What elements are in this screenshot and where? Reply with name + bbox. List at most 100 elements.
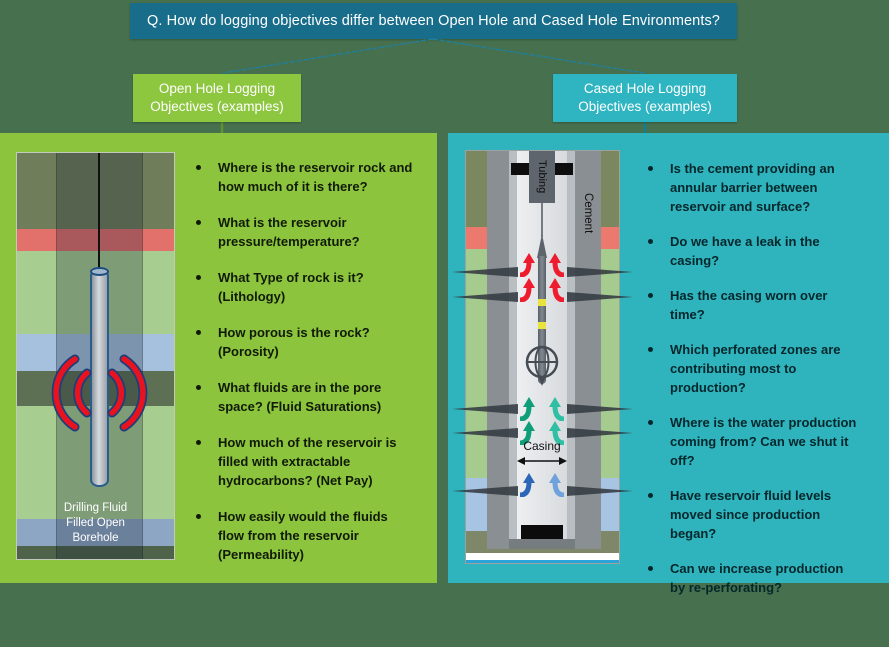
- tubing-hanger-left: [511, 163, 529, 175]
- bullet-item: Has the casing worn over time?: [648, 286, 860, 324]
- caption-line-2: Filled Open: [66, 517, 125, 529]
- tool-nose-cone: [537, 234, 547, 258]
- bullet-text: Do we have a leak in the casing?: [670, 234, 820, 268]
- flow-arrow-blue-icon: [519, 473, 535, 498]
- casing-column-left: [509, 151, 517, 541]
- caption-line-1: Drilling Fluid: [63, 502, 128, 514]
- cement-column-right: [575, 151, 601, 549]
- bullet-text: What Type of rock is it? (Lithology): [218, 270, 364, 304]
- question-title: Q. How do logging objectives differ betw…: [130, 3, 737, 39]
- flow-arrow-red-icon: [519, 278, 535, 303]
- bullet-item: Have reservoir fluid levels moved since …: [648, 486, 860, 543]
- bullet-icon: [648, 239, 653, 244]
- cement-label-text: Cement: [582, 192, 594, 234]
- bullet-icon: [196, 514, 201, 519]
- water-table-strip: [466, 553, 619, 563]
- borehole-caption: Drilling Fluid Filled Open Borehole: [17, 501, 174, 546]
- bullet-item: Can we increase production by re-perfora…: [648, 559, 860, 597]
- bullet-text: Is the cement providing an annular barri…: [670, 161, 835, 214]
- casing-width-arrow-icon: [517, 457, 567, 465]
- acoustic-waves-icon: [51, 354, 148, 432]
- bullet-icon: [196, 275, 201, 280]
- flow-arrow-green-icon: [519, 397, 535, 422]
- flow-arrow-red-icon: [519, 253, 535, 278]
- casing-column-right: [567, 151, 575, 541]
- flow-arrow-green-icon: [519, 421, 535, 446]
- bullet-text: How easily would the fluids flow from th…: [218, 509, 388, 562]
- tubing-label: Tubing: [536, 160, 548, 194]
- flow-arrow-red-icon: [549, 253, 565, 278]
- bullet-item: Where is the water production coming fro…: [648, 413, 860, 470]
- bullet-item: Is the cement providing an annular barri…: [648, 159, 860, 216]
- tubing-hanger-right: [555, 163, 573, 175]
- casing-label: Casing: [517, 439, 567, 453]
- bullet-text: Where is the water production coming fro…: [670, 415, 857, 468]
- formation-layer-overburden: [17, 153, 174, 229]
- bullet-icon: [196, 440, 201, 445]
- wireline: [98, 153, 100, 271]
- bullet-text: Has the casing worn over time?: [670, 288, 828, 322]
- bullet-item: How porous is the rock? (Porosity): [196, 323, 414, 361]
- bullet-icon: [196, 220, 201, 225]
- bullet-item: How easily would the fluids flow from th…: [196, 507, 414, 564]
- bullet-icon: [648, 566, 653, 571]
- bullet-item: What is the reservoir pressure/temperatu…: [196, 213, 414, 251]
- tool-body: [538, 256, 546, 384]
- bullet-text: Which perforated zones are contributing …: [670, 342, 841, 395]
- cased-hole-label: Cased Hole Logging Objectives (examples): [553, 74, 737, 122]
- bullet-icon: [648, 166, 653, 171]
- bullet-text: Have reservoir fluid levels moved since …: [670, 488, 832, 541]
- open-hole-label-line1: Open Hole Logging: [158, 81, 276, 97]
- bullet-icon: [196, 330, 201, 335]
- flow-arrow-blue-icon: [549, 473, 565, 498]
- spinner-caliper-icon: [525, 345, 559, 386]
- bullet-item: What Type of rock is it? (Lithology): [196, 268, 414, 306]
- cased-hole-panel: Tubing Cement: [448, 133, 889, 595]
- formation-layer-blue-lower: [17, 519, 174, 546]
- bullet-text: What fluids are in the pore space? (Flui…: [218, 380, 382, 414]
- cement-label: Cement: [575, 165, 601, 261]
- casing-shoe: [509, 539, 575, 549]
- logging-tool-cap: [90, 267, 109, 276]
- bullet-text: How much of the reservoir is filled with…: [218, 435, 397, 488]
- open-hole-bullet-list: Where is the reservoir rock and how much…: [196, 158, 414, 564]
- flow-arrow-green-icon: [549, 421, 565, 446]
- open-hole-label-line2: Objectives (examples): [150, 99, 284, 114]
- bullet-icon: [196, 385, 201, 390]
- question-text: Q. How do logging objectives differ betw…: [147, 13, 720, 29]
- bullet-item: Where is the reservoir rock and how much…: [196, 158, 414, 196]
- open-hole-label: Open Hole Logging Objectives (examples): [133, 74, 301, 122]
- casing-label-text: Casing: [523, 439, 561, 453]
- tubing-block: Tubing: [529, 151, 555, 203]
- bridge-plug: [521, 525, 563, 539]
- flow-arrow-green-icon: [549, 397, 565, 422]
- bullet-icon: [648, 493, 653, 498]
- open-hole-figure: Drilling Fluid Filled Open Borehole: [16, 152, 175, 560]
- cased-hole-bullet-list: Is the cement providing an annular barri…: [648, 159, 860, 597]
- bullet-icon: [648, 420, 653, 425]
- bullet-item: Which perforated zones are contributing …: [648, 340, 860, 397]
- cased-hole-label-line1: Cased Hole Logging: [583, 81, 707, 97]
- tool-yellow-band-2: [538, 322, 546, 329]
- bullet-icon: [648, 293, 653, 298]
- formation-layer-red: [17, 229, 174, 251]
- tool-yellow-band-1: [538, 299, 546, 306]
- cement-column-left: [487, 151, 509, 549]
- bullet-text: Can we increase production by re-perfora…: [670, 561, 844, 595]
- open-hole-panel: Drilling Fluid Filled Open Borehole Wher…: [0, 133, 437, 583]
- cased-hole-label-line2: Objectives (examples): [578, 99, 712, 114]
- tool-wireline: [541, 203, 543, 237]
- bullet-icon: [648, 347, 653, 352]
- bullet-icon: [196, 165, 201, 170]
- bullet-text: What is the reservoir pressure/temperatu…: [218, 215, 360, 249]
- perforation-spikes-icon: [452, 267, 633, 496]
- bullet-item: How much of the reservoir is filled with…: [196, 433, 414, 490]
- bullet-text: Where is the reservoir rock and how much…: [218, 160, 413, 194]
- caption-line-3: Borehole: [72, 532, 119, 544]
- flow-arrow-red-icon: [549, 278, 565, 303]
- bullet-text: How porous is the rock? (Porosity): [218, 325, 370, 359]
- bullet-item: What fluids are in the pore space? (Flui…: [196, 378, 414, 416]
- cased-hole-figure: Tubing Cement: [452, 150, 633, 564]
- bullet-item: Do we have a leak in the casing?: [648, 232, 860, 270]
